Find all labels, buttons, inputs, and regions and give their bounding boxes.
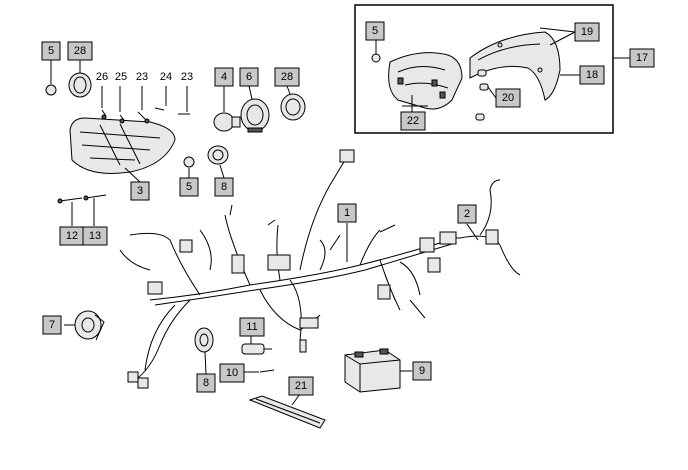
rubber-ring-2 <box>194 327 214 353</box>
callout-8b-label: 8 <box>203 377 209 389</box>
label-24: 24 <box>160 71 172 83</box>
callout-13-label: 13 <box>89 230 101 242</box>
callout-18-label: 18 <box>586 69 598 81</box>
bulb-socket-ring-2 <box>280 93 306 121</box>
callout-2: 2 <box>457 204 477 224</box>
label-25: 25 <box>115 71 127 83</box>
fuse <box>259 369 275 373</box>
callout-8a-label: 8 <box>221 181 227 193</box>
bulbs-inset <box>475 69 489 121</box>
bulb-socket <box>240 98 270 133</box>
callout-5-inset-label: 5 <box>372 25 378 37</box>
rubber-ring-1 <box>207 145 229 165</box>
callout-19: 19 <box>574 22 600 42</box>
callout-6-label: 6 <box>246 71 252 83</box>
relay <box>241 343 272 355</box>
callout-13: 13 <box>82 226 108 246</box>
inset-frame <box>354 4 614 134</box>
secondary-harness <box>439 179 521 276</box>
callout-17-label: 17 <box>636 52 648 64</box>
bulb-socket-ring-1 <box>68 72 92 98</box>
callout-12-label: 12 <box>66 230 78 242</box>
callout-10-label: 10 <box>226 367 238 379</box>
leader-6 <box>248 85 253 100</box>
headlight-bulb <box>213 112 241 132</box>
callout-5b: 5 <box>179 177 199 197</box>
callout-21-label: 21 <box>295 380 307 392</box>
headlight-lens <box>69 117 176 174</box>
label-23a: 23 <box>136 71 148 83</box>
leader-8b <box>204 351 207 375</box>
battery-strap <box>248 395 326 429</box>
leader-20 <box>487 86 497 99</box>
front-cover-inset <box>469 31 561 101</box>
callout-22: 22 <box>400 111 426 131</box>
callout-9: 9 <box>412 361 432 381</box>
horn <box>74 310 105 341</box>
callout-7: 7 <box>42 315 62 335</box>
callout-10: 10 <box>219 363 245 383</box>
callout-11: 11 <box>239 317 265 337</box>
callout-5b-label: 5 <box>186 181 192 193</box>
callout-11-label: 11 <box>246 321 257 333</box>
battery <box>344 348 401 393</box>
callout-20-label: 20 <box>502 92 514 104</box>
bulb-small-1 <box>45 84 57 96</box>
callout-28b: 28 <box>274 67 300 87</box>
callout-20: 20 <box>495 88 521 108</box>
callout-28b-label: 28 <box>281 71 293 83</box>
leader-8a <box>219 164 225 179</box>
callout-19-label: 19 <box>581 26 593 38</box>
callout-18: 18 <box>579 65 605 85</box>
callout-5-inset: 5 <box>365 21 385 41</box>
callout-21: 21 <box>288 376 314 396</box>
headlight-housing-inset <box>388 52 463 110</box>
screws-row <box>101 107 190 124</box>
callout-4: 4 <box>214 67 234 87</box>
callout-1-label: 1 <box>344 207 350 219</box>
leader-22 <box>402 95 428 112</box>
callout-7-label: 7 <box>49 319 55 331</box>
main-wiring-harness <box>119 149 453 389</box>
callout-1: 1 <box>337 203 357 223</box>
callout-12: 12 <box>59 226 85 246</box>
callout-9-label: 9 <box>419 365 425 377</box>
callout-4-label: 4 <box>221 71 227 83</box>
callout-6: 6 <box>239 67 259 87</box>
callout-3: 3 <box>130 181 150 201</box>
callout-28a: 28 <box>67 41 93 61</box>
callout-5a-label: 5 <box>48 45 54 57</box>
callout-8a: 8 <box>214 177 234 197</box>
leader-2 <box>466 223 479 241</box>
label-26: 26 <box>96 71 108 83</box>
callout-8b: 8 <box>196 373 216 393</box>
callout-28a-label: 28 <box>74 45 86 57</box>
bulb-small-2 <box>183 156 195 168</box>
callout-5a: 5 <box>41 41 61 61</box>
bulb-small-inset <box>371 53 381 63</box>
long-screws <box>57 194 107 204</box>
leader-21 <box>291 393 301 406</box>
callout-2-label: 2 <box>464 208 470 220</box>
leader-19 <box>539 27 576 46</box>
callout-17: 17 <box>629 48 655 68</box>
label-23b: 23 <box>181 71 193 83</box>
callout-22-label: 22 <box>407 115 419 127</box>
leader-3 <box>124 167 141 183</box>
leader-28b <box>286 85 291 95</box>
callout-3-label: 3 <box>137 185 143 197</box>
